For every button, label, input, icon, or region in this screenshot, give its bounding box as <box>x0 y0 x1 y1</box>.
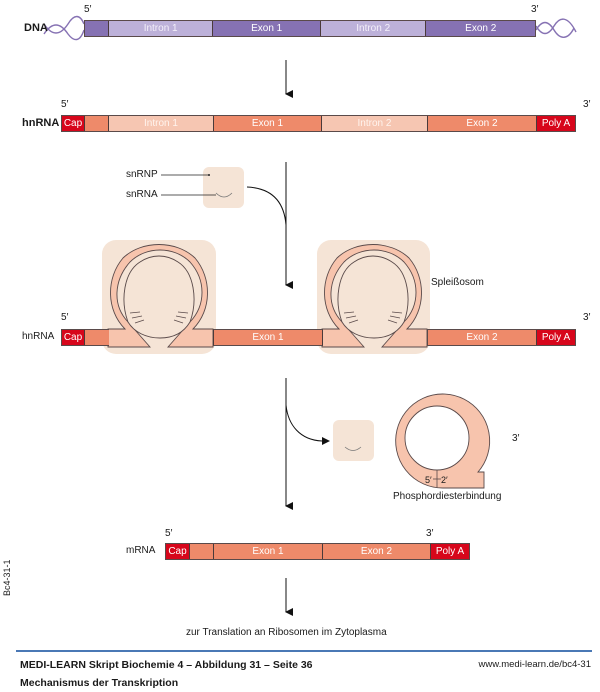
spliceosome-segment-cap: Cap <box>62 330 85 345</box>
mrna-strand: Cap Exon 1 Exon 2 Poly A <box>165 543 470 560</box>
dna-segment-exon-2: Exon 2 <box>426 21 535 36</box>
mrna-segment-leader <box>190 544 214 559</box>
mrna-segment-poly-a: Poly A <box>431 544 469 559</box>
lariat-bond-five-prime: 5′ <box>425 475 432 485</box>
snrnp-label: snRNP <box>126 169 158 180</box>
footer-url-link[interactable]: www.medi-learn.de/bc4-31 <box>478 659 591 670</box>
hnrna-five-prime: 5′ <box>61 99 69 110</box>
spliceosome-strand-exon-1: Exon 1 <box>213 329 323 346</box>
spliceosome-segment-leader <box>85 330 109 345</box>
hnrna-segment-exon-2: Exon 2 <box>428 116 537 131</box>
mrna-label: mRNA <box>126 545 156 556</box>
dna-strand: Intron 1 Exon 1 Intron 2 Exon 2 <box>84 20 536 37</box>
dna-segment-flank <box>85 21 109 36</box>
snrnp-join-arrow <box>246 186 287 226</box>
snrnp-release-arrow <box>285 404 323 442</box>
hnrna-label: hnRNA <box>22 117 60 129</box>
hnrna-segment-cap: Cap <box>62 116 85 131</box>
figure-code: Bc4-31-1 <box>2 559 12 596</box>
snrna-glyph-icon <box>215 192 233 198</box>
translation-note: zur Translation an Ribosomen im Zytoplas… <box>186 627 387 638</box>
hnrna-segment-leader <box>85 116 109 131</box>
hnrna-segment-exon-1: Exon 1 <box>214 116 322 131</box>
footer-caption: Mechanismus der Transkription <box>20 677 179 689</box>
dna-helix-left-icon <box>43 15 85 41</box>
spliceosome-hnrna-label: hnRNA <box>22 331 55 342</box>
released-snrnp-box <box>333 420 374 461</box>
lariat-three-prime: 3′ <box>512 433 520 444</box>
hnrna-segment-intron-2: Intron 2 <box>322 116 428 131</box>
dna-segment-intron-1: Intron 1 <box>108 21 214 36</box>
mrna-segment-exon-1: Exon 1 <box>214 544 323 559</box>
hnrna-three-prime: 3′ <box>583 99 591 110</box>
phosphodiester-bond-label: Phosphordiesterbindung <box>393 491 502 502</box>
spliceosome-segment-exon-2: Exon 2 <box>428 330 537 345</box>
dna-helix-right-icon <box>535 18 577 38</box>
lariat-bond-two-prime: 2′ <box>441 475 448 485</box>
hnrna-segment-intron-1: Intron 1 <box>109 116 214 131</box>
hnrna-strand: Cap Intron 1 Exon 1 Intron 2 Exon 2 Poly… <box>61 115 576 132</box>
hnrna-segment-poly-a: Poly A <box>537 116 575 131</box>
spliceosome-segment-poly-a: Poly A <box>537 330 575 345</box>
snrnp-release-arrowhead <box>322 437 330 445</box>
mrna-segment-cap: Cap <box>166 544 190 559</box>
footer-source: MEDI-LEARN Skript Biochemie 4 – Abbildun… <box>20 659 313 671</box>
mrna-five-prime: 5′ <box>165 528 173 539</box>
dna-three-prime: 3′ <box>531 4 539 15</box>
spliceosome-three-prime: 3′ <box>583 312 591 323</box>
dna-segment-intron-2: Intron 2 <box>320 21 427 36</box>
spliceosome-five-prime: 5′ <box>61 312 69 323</box>
footer-rule <box>16 650 592 652</box>
spliceosome-label: Spleißosom <box>431 277 484 288</box>
spliceosome-strand-start: Cap <box>61 329 109 346</box>
snrna-label: snRNA <box>126 189 158 200</box>
dna-segment-exon-1: Exon 1 <box>213 21 321 36</box>
snrnp-box <box>203 167 244 208</box>
dna-label: DNA <box>24 22 48 34</box>
lariat-intron <box>395 393 491 489</box>
spliceosome-segment-exon-1: Exon 1 <box>214 330 322 345</box>
mrna-segment-exon-2: Exon 2 <box>323 544 431 559</box>
dna-five-prime: 5′ <box>84 4 92 15</box>
mrna-three-prime: 3′ <box>426 528 434 539</box>
released-snrna-glyph-icon <box>344 446 362 451</box>
spliceosome-strand-end: Exon 2 Poly A <box>427 329 576 346</box>
